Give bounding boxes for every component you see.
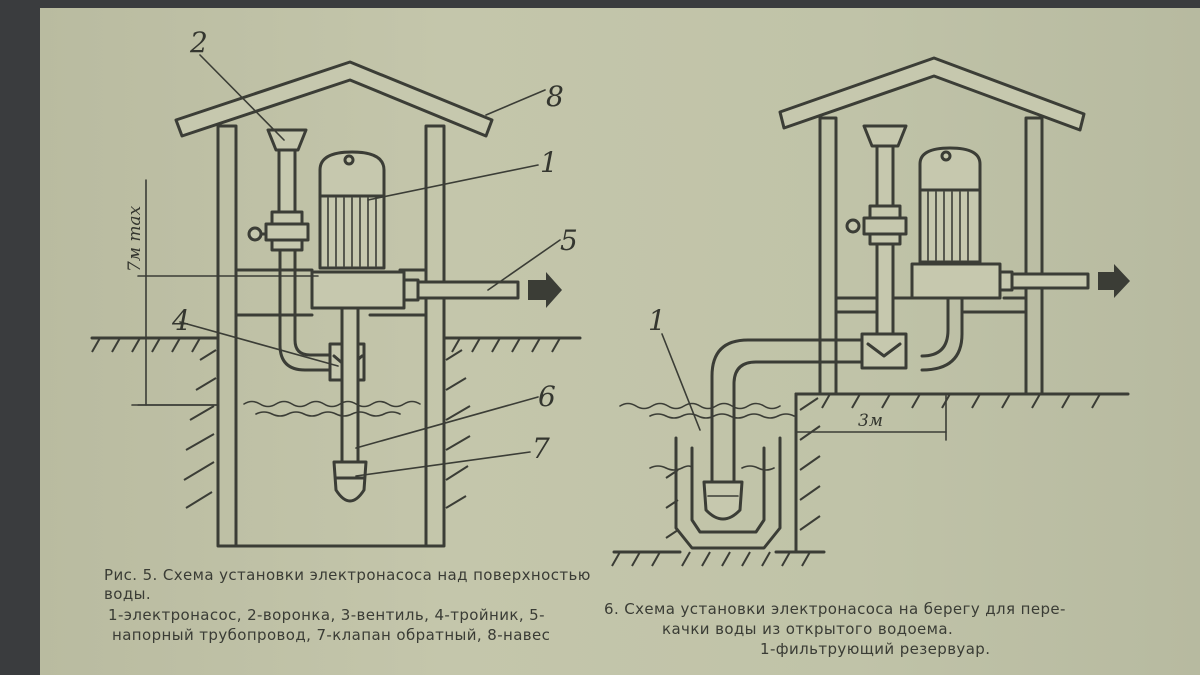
label-2: 2 (189, 26, 208, 59)
fig5-caption-line4: напорный трубопровод, 7-клапан обратный,… (112, 626, 551, 644)
ground-fig5 (90, 336, 582, 509)
figure-6: 3м 1 (611, 56, 1130, 567)
label-4: 4 (171, 304, 190, 337)
water-fig5 (131, 400, 421, 417)
suction-pipe-vertical (332, 306, 368, 503)
pump-body-and-discharge-pipe (310, 270, 562, 310)
fig6-caption-line2: качки воды из открытого водоема. (662, 620, 954, 638)
dimension-label-7m: 7м max (125, 205, 145, 272)
ground-fig6 (611, 392, 1130, 567)
electric-pump (918, 146, 982, 264)
fig5-caption-line1: Рис. 5. Схема установки электронасоса на… (104, 566, 591, 584)
label-8: 8 (546, 80, 564, 113)
suction-pipe (710, 338, 864, 484)
dimension-3m: 3м (795, 395, 947, 441)
label-6: 6 (538, 380, 556, 413)
fig6-caption-line3: 1-фильтрующий резервуар. (760, 640, 991, 658)
fig5-caption-line2: воды. (104, 585, 151, 603)
label-7: 7 (532, 432, 550, 465)
tee-fitting (860, 332, 908, 370)
valve (247, 210, 310, 252)
electric-pump (318, 150, 386, 270)
figure-5: 7м max 2 8 1 5 4 6 7 (90, 26, 582, 548)
label-1: 1 (648, 304, 666, 337)
dimension-7m: 7м max (125, 179, 319, 406)
water-fig6 (619, 402, 795, 471)
suction-pipe (278, 248, 332, 372)
funnel (266, 128, 308, 214)
label-5: 5 (560, 224, 578, 257)
valve (845, 204, 908, 336)
house-posts (216, 124, 446, 548)
label-1: 1 (540, 146, 558, 179)
pump-body-and-discharge-pipe (910, 262, 1130, 372)
fig6-caption-line1: 6. Схема установки электронасоса на бере… (604, 600, 1066, 618)
funnel (862, 124, 908, 210)
filter-reservoir (674, 436, 782, 550)
dimension-label-3m: 3м (858, 411, 883, 431)
leader-lines-fig6 (661, 333, 701, 431)
leader-lines-fig5 (179, 54, 561, 477)
roof-canopy (174, 60, 494, 138)
roof-canopy (778, 56, 1086, 132)
fig5-caption-line3: 1-электронасос, 2-воронка, 3-вентиль, 4-… (108, 606, 545, 624)
